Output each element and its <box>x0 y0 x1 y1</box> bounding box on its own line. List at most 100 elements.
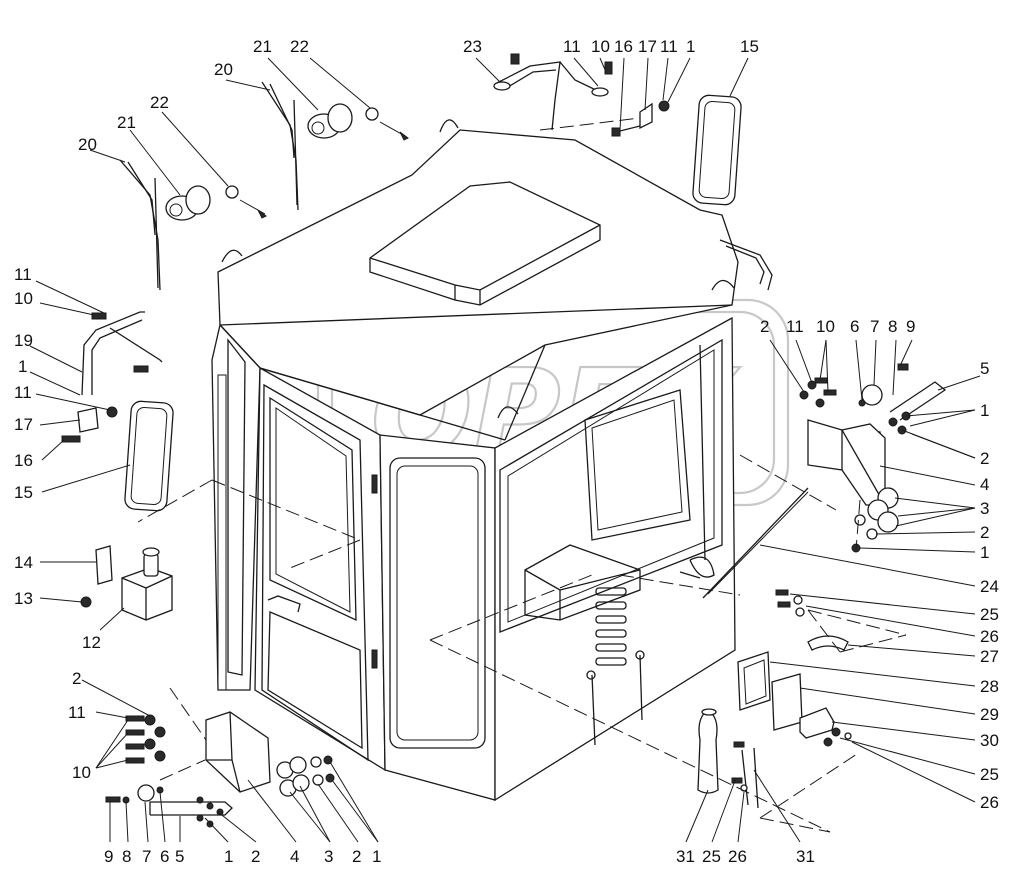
console-boxes <box>737 651 852 747</box>
callout-21: 21 <box>253 37 272 56</box>
mirror-left-icon <box>124 400 174 512</box>
extinguisher-icon <box>697 709 719 794</box>
grommet-icon <box>225 185 239 199</box>
cover-icon <box>771 673 803 731</box>
callout-25: 25 <box>980 765 999 784</box>
right-wall-window <box>499 338 723 633</box>
callout-30: 30 <box>980 731 999 750</box>
left-mirror-assembly <box>61 311 174 512</box>
callout-27: 27 <box>980 647 999 666</box>
callout-31: 31 <box>796 847 815 866</box>
callout-22: 22 <box>290 37 309 56</box>
callout-2: 2 <box>72 669 81 688</box>
callout-20: 20 <box>214 60 233 79</box>
callout-8: 8 <box>888 317 897 336</box>
callout-1: 1 <box>980 401 989 420</box>
callout-25: 25 <box>980 605 999 624</box>
callout-2: 2 <box>251 847 260 866</box>
callout-9: 9 <box>104 847 113 866</box>
callout-28: 28 <box>980 677 999 696</box>
callout-11: 11 <box>786 317 804 336</box>
callout-24: 24 <box>980 577 999 596</box>
callout-26: 26 <box>980 793 999 812</box>
right-mount-assembly <box>799 363 947 553</box>
callout-17: 17 <box>14 415 33 434</box>
callout-1: 1 <box>980 543 989 562</box>
wiper-assembly-front <box>119 159 267 291</box>
callout-11: 11 <box>563 37 581 56</box>
nut-icon <box>106 406 118 418</box>
antenna-rod <box>679 487 809 599</box>
callout-20: 20 <box>78 135 97 154</box>
wiper-assembly-rear <box>261 81 409 211</box>
nut-icon <box>658 100 670 112</box>
callout-16: 16 <box>614 37 633 56</box>
callout-15: 15 <box>14 483 33 502</box>
callout-1: 1 <box>18 357 27 376</box>
callout-5: 5 <box>980 359 989 378</box>
callout-25: 25 <box>702 847 721 866</box>
callout-1: 1 <box>224 847 233 866</box>
wiper-motor-icon <box>307 103 353 139</box>
callout-12: 12 <box>82 633 101 652</box>
clip-icon <box>807 635 849 651</box>
callout-15: 15 <box>740 37 759 56</box>
callout-10: 10 <box>14 289 33 308</box>
callout-11: 11 <box>14 383 32 402</box>
callout-11: 11 <box>68 703 86 722</box>
bolt-icon <box>61 435 81 443</box>
callout-21: 21 <box>117 113 136 132</box>
callout-9: 9 <box>906 317 915 336</box>
callout-10: 10 <box>591 37 610 56</box>
side-vents <box>595 587 627 666</box>
callout-10: 10 <box>72 763 91 782</box>
left-mount-assembly <box>105 711 335 828</box>
callout-16: 16 <box>14 451 33 470</box>
callout-14: 14 <box>14 553 33 572</box>
latch-icon <box>799 707 835 739</box>
callout-7: 7 <box>870 317 879 336</box>
callout-26: 26 <box>728 847 747 866</box>
assembly-guide-lines <box>137 454 861 833</box>
front-center-window <box>389 457 486 749</box>
callout-19: 19 <box>14 331 33 350</box>
callout-2: 2 <box>352 847 361 866</box>
cab-front-frame <box>254 366 386 772</box>
leader-lines <box>29 57 981 843</box>
callout-6: 6 <box>160 847 169 866</box>
top-mirror-bracket <box>493 53 670 137</box>
grommet-icon <box>365 107 379 121</box>
callout-2: 2 <box>980 523 989 542</box>
callout-3: 3 <box>324 847 333 866</box>
callout-6: 6 <box>850 317 859 336</box>
bushing-icon <box>137 784 155 802</box>
roof-hatch <box>369 181 601 306</box>
callout-13: 13 <box>14 589 33 608</box>
door-frame <box>261 383 369 762</box>
callout-2: 2 <box>980 449 989 468</box>
bolt-icon <box>91 312 107 320</box>
mirror-right-icon <box>692 94 742 206</box>
callout-2: 2 <box>760 317 769 336</box>
lamp-bracket-icon <box>95 545 113 585</box>
door-upper-window <box>269 396 357 622</box>
callout-31: 31 <box>676 847 695 866</box>
bolt-icon <box>125 715 145 722</box>
callout-4: 4 <box>980 475 989 494</box>
bolt-icon <box>133 365 149 373</box>
screw-icon <box>80 596 92 608</box>
callout-17: 17 <box>638 37 657 56</box>
callout-22: 22 <box>150 93 169 112</box>
mount-bracket-icon <box>205 711 271 793</box>
callout-5: 5 <box>175 847 184 866</box>
cab-left-wall <box>211 323 261 691</box>
callout-7: 7 <box>142 847 151 866</box>
callout-labels: 23 11 10 16 17 11 1 15 21 22 20 21 22 20… <box>14 37 999 866</box>
wiper-motor-icon <box>165 185 211 221</box>
cab-body <box>211 119 773 802</box>
callout-29: 29 <box>980 705 999 724</box>
clamp-icon <box>77 407 99 433</box>
callout-11: 11 <box>14 265 32 284</box>
callout-8: 8 <box>122 847 131 866</box>
